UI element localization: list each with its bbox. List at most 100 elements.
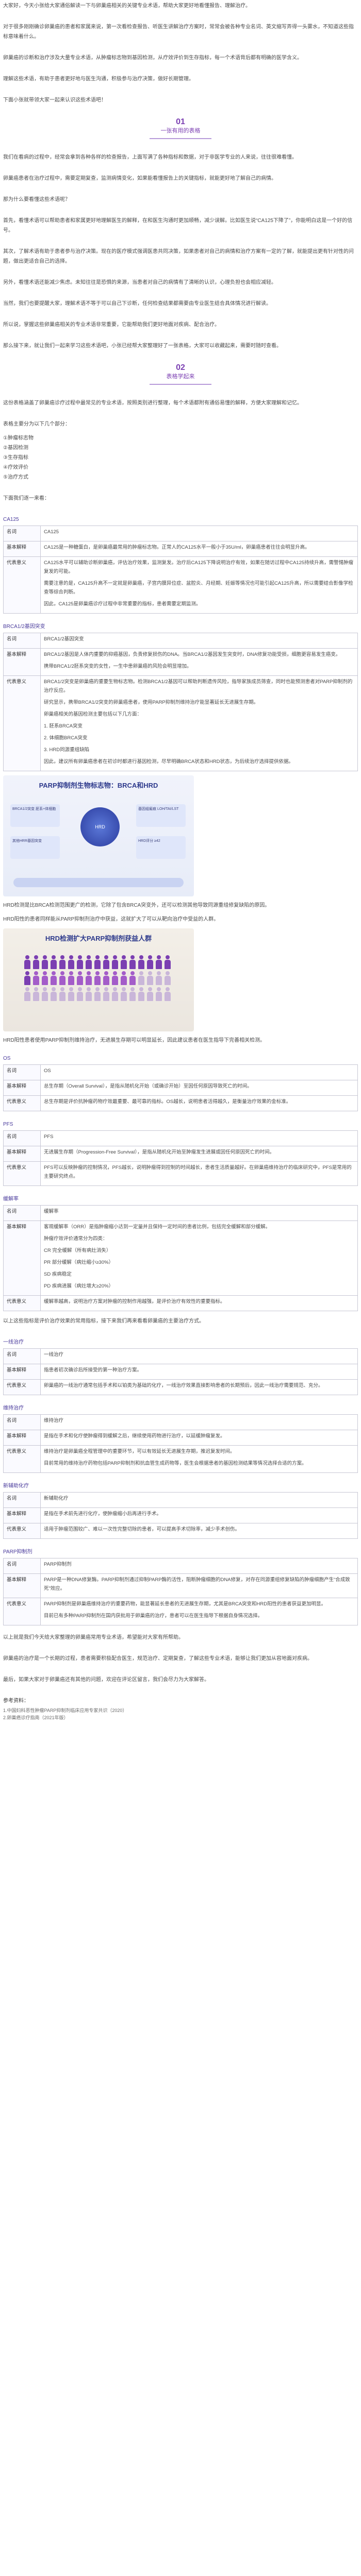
term-value-line: 缓解率越高，说明治疗方案对肿瘤的控制作用越强，是评价治疗有效性的重要指标。 — [44, 1299, 225, 1304]
term-row: 名词一线治疗 — [3, 1348, 358, 1364]
term-key: 代表意义 — [3, 556, 41, 614]
term-row: 基本解释是指在手术和化疗使肿瘤得到缓解之后，继续使用药物进行治疗，以延缓肿瘤复发… — [3, 1430, 358, 1446]
term-value-line: 研究显示，携带BRCA1/2突变的卵巢癌患者，使用PARP抑制剂维持治疗能显著延… — [44, 700, 259, 705]
person-icon — [94, 955, 101, 970]
term-value-line: 是指在手术和化疗使肿瘤得到缓解之后，继续使用药物进行治疗，以延缓肿瘤复发。 — [44, 1433, 225, 1439]
term-value-line: PFS — [44, 1134, 54, 1140]
person-icon — [50, 955, 57, 970]
term-value: 指患者初次确诊后所接受的第一种治疗方案。 — [40, 1364, 358, 1380]
term-value: CA125是一种糖蛋白，是卵巢癌最常用的肿瘤标志物。正常人的CA125水平一般小… — [40, 541, 358, 557]
section-1-body: 我们在看病的过程中，经常会拿到各种各样的检查报告，上面写满了各种指标和数据，对于… — [3, 152, 358, 351]
references: 1.中国妇科恶性肿瘤PARP抑制剂临床应用专家共识（2020）2.卵巢癌诊疗指南… — [3, 1707, 358, 1721]
category-list-item: ③生存指标 — [3, 455, 28, 461]
category-list-item: ①肿瘤标志物 — [3, 435, 34, 441]
paragraph: 那为什么要看懂这些术语呢？ — [3, 197, 70, 202]
term-value-line: 3. HRD同源重组缺陷 — [44, 747, 90, 753]
term-value-line: CA125是一种糖蛋白，是卵巢癌最常用的肿瘤标志物。正常人的CA125水平一般小… — [44, 545, 310, 550]
paragraph: 其次，了解术语有助于患者参与治疗决策。现在的医疗模式强调医患共同决策，如果患者对… — [3, 249, 354, 264]
category-label: 缓解率 — [3, 1196, 19, 1202]
category-label: OS — [3, 1056, 11, 1061]
paragraph: HRD阳性的患者同样能从PARP抑制剂治疗中获益，这就扩大了可以从靶向治疗中受益… — [3, 917, 219, 922]
paragraph: 首先，看懂术语可以帮助患者和家属更好地理解医生的解释，在和医生沟通时更加顺畅，减… — [3, 218, 353, 233]
term-key: 基本解释 — [3, 1364, 41, 1380]
person-icon — [85, 971, 92, 986]
person-icon — [146, 971, 154, 986]
person-icon — [103, 971, 110, 986]
term-value: BRCA1/2基因突变 — [40, 633, 358, 649]
term-value: 无进展生存期（Progression-Free Survival），是指从随机化… — [40, 1146, 358, 1162]
category-label: BRCA1/2基因突变 — [3, 624, 45, 630]
section-title: 一张有用的表格 — [160, 128, 201, 134]
person-icon — [129, 971, 136, 986]
term-value-line: 指患者初次确诊后所接受的第一种治疗方案。 — [44, 1367, 142, 1373]
section-title: 表格学起来 — [166, 374, 195, 380]
term-value-line: PFS可以反映肿瘤的控制情况，PFS越长，说明肿瘤得到控制的时间越长，患者生活质… — [44, 1165, 352, 1179]
biomarker-box: HRD评分 ≥42 — [136, 836, 186, 859]
term-key: 基本解释 — [3, 1507, 41, 1523]
term-value-line: BRCA1/2基因突变 — [44, 636, 84, 642]
person-icon — [146, 987, 154, 1002]
person-icon — [155, 987, 162, 1002]
term-value: 一线治疗 — [40, 1348, 358, 1364]
person-icon — [85, 987, 92, 1002]
term-value-line: PARP是一种DNA修复酶。PARP抑制剂通过抑制PARP酶的活性，阻断肿瘤细胞… — [44, 1577, 350, 1591]
term-value: BRCA1/2基因是人体内重要的抑癌基因，负责修复损伤的DNA。当BRCA1/2… — [40, 648, 358, 676]
person-icon — [103, 987, 110, 1002]
term-value-line: 卵巢癌的一线治疗通常包括手术和以铂类为基础的化疗，一线治疗效果直接影响患者的长期… — [44, 1383, 323, 1388]
figure-footer-bar — [13, 878, 184, 887]
term-tables-treatment: 一线治疗名词一线治疗基本解释指患者初次确诊后所接受的第一种治疗方案。代表意义卵巢… — [3, 1337, 358, 1625]
term-value: PARP是一种DNA修复酶。PARP抑制剂通过抑制PARP酶的活性，阻断肿瘤细胞… — [40, 1573, 358, 1598]
section-divider — [150, 384, 211, 385]
term-key: 基本解释 — [3, 1430, 41, 1446]
term-value-line: 客观缓解率（ORR）是指肿瘤缩小达到一定量并且保持一定时间的患者比例，包括完全缓… — [44, 1224, 271, 1230]
paragraph: 那么接下来，就让我们一起来学习这些术语吧，小张已经帮大家整理好了一张表格，大家可… — [3, 343, 282, 349]
term-value-line: 总生存期（Overall Survival），是指从随机化开始（或确诊开始）至因… — [44, 1083, 252, 1089]
term-value: 缓解率越高，说明治疗方案对肿瘤的控制作用越强，是评价治疗有效性的重要指标。 — [40, 1295, 358, 1311]
term-value-line: 新辅助化疗 — [44, 1496, 69, 1501]
figure-title: HRD检测扩大PARP抑制剂获益人群 — [45, 935, 152, 942]
reference-item: 1.中国妇科恶性肿瘤PARP抑制剂临床应用专家共识（2020） — [3, 1708, 127, 1713]
intro: 大家好，今天小张给大家通俗解读一下与卵巢癌相关的关键专业术语，帮助大家更好地看懂… — [3, 1, 358, 105]
term-key: 基本解释 — [3, 1573, 41, 1598]
mid-note: 以上这些指标是评价治疗效果的常用指标，接下来我们再来看看卵巢癌的主要治疗方式。 — [3, 1318, 204, 1324]
term-key: 基本解释 — [3, 648, 41, 676]
paragraph: 理解这些术语，有助于患者更好地与医生沟通，积极参与治疗决策，做好长期管理。 — [3, 76, 194, 82]
person-icon — [94, 971, 101, 986]
term-key: 代表意义 — [3, 675, 41, 771]
category-label: 维持治疗 — [3, 1405, 24, 1411]
person-icon — [50, 971, 57, 986]
paragraph: 以上就是我们今天给大家整理的卵巢癌常用专业术语，希望能对大家有所帮助。 — [3, 1635, 184, 1640]
term-key: 名词 — [3, 1348, 41, 1364]
term-key: 名词 — [3, 1064, 41, 1080]
person-icon — [76, 971, 84, 986]
category-label: 一线治疗 — [3, 1340, 24, 1345]
term-value: CA125 — [40, 526, 358, 541]
term-row: 基本解释无进展生存期（Progression-Free Survival），是指… — [3, 1146, 358, 1162]
term-value-line: CA125水平可以辅助诊断卵巢癌，评估治疗效果，监测复发。治疗后CA125下降说… — [44, 560, 354, 574]
term-key: 代表意义 — [3, 1161, 41, 1186]
term-key: 名词 — [3, 1414, 41, 1430]
person-icon — [120, 955, 127, 970]
figure-title: PARP抑制剂生物标志物：BRCA和HRD — [39, 782, 158, 789]
term-key: 名词 — [3, 1492, 41, 1508]
person-icon — [50, 987, 57, 1002]
term-key: 名词 — [3, 1558, 41, 1574]
term-value: 是指在手术和化疗使肿瘤得到缓解之后，继续使用药物进行治疗，以延缓肿瘤复发。 — [40, 1430, 358, 1446]
term-row: 代表意义总生存期是评价抗肿瘤药物疗效最重要、最可靠的指标。OS越长，说明患者活得… — [3, 1095, 358, 1111]
term-table: 名词一线治疗基本解释指患者初次确诊后所接受的第一种治疗方案。代表意义卵巢癌的一线… — [3, 1348, 358, 1395]
term-key: 名词 — [3, 1130, 41, 1146]
paragraph: 下面我们逐一来看： — [3, 496, 50, 501]
paragraph: 卵巢癌的治疗是一个长期的过程，患者需要积极配合医生，规范治疗、定期复查，了解这些… — [3, 1656, 313, 1662]
term-value: PFS — [40, 1130, 358, 1146]
paragraph: 卵巢癌的诊断和治疗涉及大量专业术语，从肿瘤标志物到基因检测，从疗效评价到生存指标… — [3, 55, 302, 61]
person-icon — [76, 955, 84, 970]
